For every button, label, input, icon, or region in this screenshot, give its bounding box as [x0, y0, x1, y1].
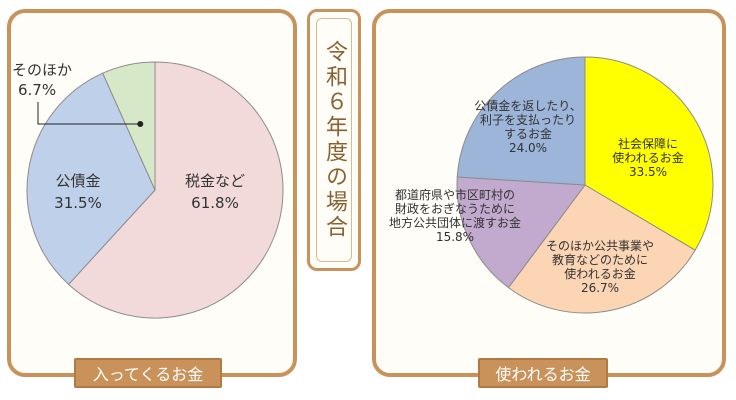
income-label-0: 税金など	[185, 172, 245, 190]
income-tag: 入ってくるお金	[74, 358, 222, 388]
spending-slice-0	[584, 56, 714, 251]
income-callout-dot	[137, 121, 144, 127]
income-slice-1	[26, 72, 156, 286]
spending-label-0: 社会保障に使われるお金	[612, 136, 683, 165]
spending-slice-2	[456, 176, 586, 289]
spending-value-2: 15.8%	[436, 230, 474, 244]
income-value-0: 61.8%	[191, 194, 239, 212]
income-label-1: 公債金	[55, 172, 100, 190]
income-value-1: 31.5%	[54, 194, 102, 212]
spending-value-3: 24.0%	[509, 141, 547, 155]
income-slice-2	[102, 61, 156, 191]
income-slice-0	[67, 61, 284, 319]
spending-label-1: そのほか公共事業や教育などのために使われるお金	[546, 239, 654, 281]
income-callout-line	[37, 102, 141, 125]
spending-value-1: 26.7%	[581, 281, 619, 295]
spending-label-3: 公債金を返したり、利子を支払ったりするお金	[474, 98, 582, 141]
spending-slice-3	[456, 56, 586, 186]
spending-label-2: 都道府県や市区町村の財政をおぎなうために地方公共団体に渡すお金	[389, 187, 521, 230]
spending-slice-1	[507, 184, 696, 314]
fiscal-year-label: 令和６年度の場合	[307, 9, 361, 271]
fiscal-year-text: 令和６年度の場合	[316, 18, 352, 262]
income-label-2: そのほか	[12, 61, 72, 79]
spending-tag: 使われるお金	[478, 358, 608, 388]
income-value-2: 6.7%	[18, 81, 56, 99]
spending-value-0: 33.5%	[629, 165, 667, 179]
